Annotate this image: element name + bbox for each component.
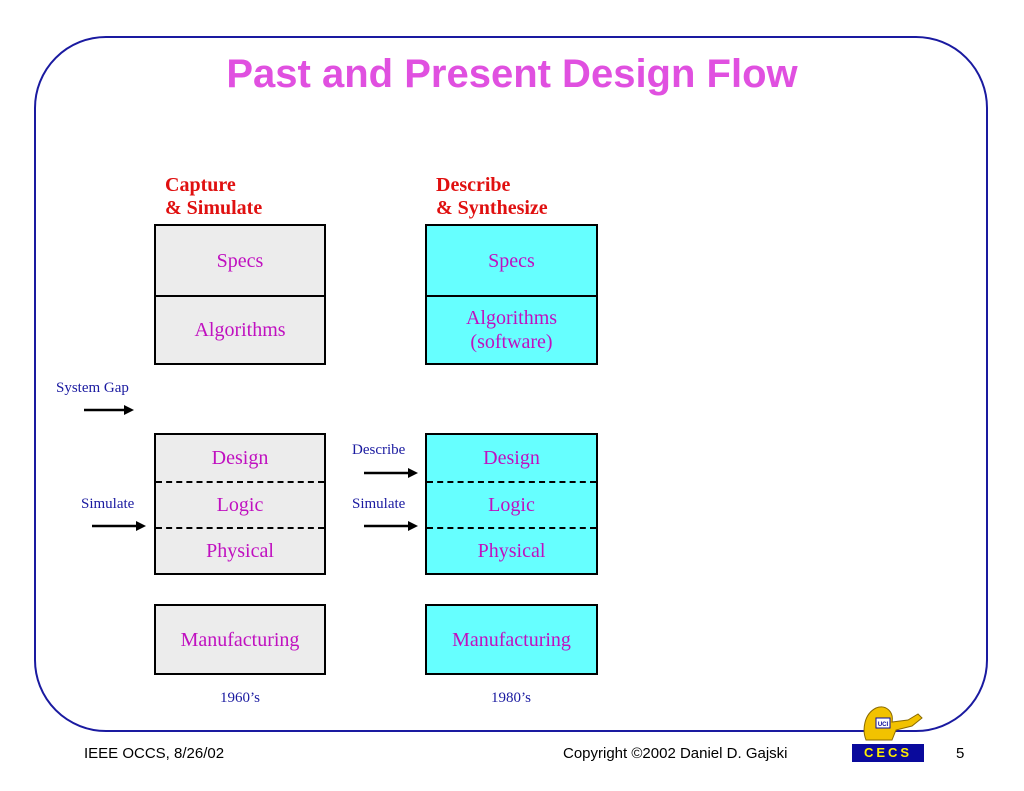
left-column-header: Capture & Simulate	[165, 174, 262, 220]
logo-small-text: UCI	[878, 722, 889, 728]
left-specs-algorithms-box: Specs Algorithms	[154, 224, 326, 365]
slide-frame	[34, 36, 988, 732]
footer-event-date: IEEE OCCS, 8/26/02	[84, 745, 225, 762]
simulate-right-arrow-icon	[364, 521, 418, 531]
right-logic-cell: Logic	[488, 494, 535, 516]
slide-title: Past and Present Design Flow	[226, 52, 798, 96]
left-design-logic-physical-box: Design Logic Physical	[154, 433, 326, 575]
left-header-line2: & Simulate	[165, 197, 263, 219]
left-dashed-divider-2	[156, 527, 324, 529]
left-specs-cell: Specs	[216, 250, 264, 272]
footer-page-number: 5	[956, 745, 965, 762]
right-algorithms-line1: Algorithms	[465, 307, 558, 329]
right-algorithms-cell: Algorithms (software)	[427, 297, 596, 363]
logo-text: CECS	[852, 744, 924, 762]
right-specs-cell: Specs	[488, 250, 535, 272]
footer-copyright: Copyright ©2002 Daniel D. Gajski	[563, 745, 788, 762]
simulate-left-arrow-icon	[92, 521, 146, 531]
anteater-logo-icon: UCI	[863, 706, 923, 741]
describe-right-label: Describe	[352, 442, 406, 458]
right-manufacturing-cell: Manufacturing	[452, 628, 571, 651]
left-algorithms-cell: Algorithms	[194, 319, 286, 341]
right-physical-cell: Physical	[477, 540, 546, 562]
right-header-line1: Describe	[436, 174, 511, 196]
system-gap-label: System Gap	[56, 380, 129, 396]
left-header-line1: Capture	[165, 174, 236, 196]
left-manufacturing-cell: Manufacturing	[180, 628, 300, 651]
cecs-logo: UCI CECS	[852, 700, 924, 762]
left-design-cell: Design	[211, 447, 269, 469]
system-gap-arrow-icon	[84, 405, 134, 415]
right-algorithms-line2: (software)	[470, 331, 553, 353]
right-solid-divider	[427, 295, 596, 297]
right-specs-algorithms-box: Specs Algorithms (software)	[425, 224, 598, 365]
right-design-logic-physical-box: Design Logic Physical	[425, 433, 598, 575]
simulate-right-label: Simulate	[352, 496, 406, 512]
left-dashed-divider-1	[156, 481, 324, 483]
left-manufacturing-box: Manufacturing	[154, 604, 326, 675]
right-column-header: Describe & Synthesize	[436, 174, 548, 220]
left-logic-cell: Logic	[216, 494, 264, 516]
right-era-label: 1980’s	[490, 690, 531, 706]
right-header-line2: & Synthesize	[436, 197, 548, 219]
right-manufacturing-box: Manufacturing	[425, 604, 598, 675]
describe-right-arrow-icon	[364, 468, 418, 478]
right-dashed-divider-2	[427, 527, 596, 529]
right-design-cell: Design	[483, 447, 540, 469]
right-dashed-divider-1	[427, 481, 596, 483]
left-physical-cell: Physical	[206, 540, 274, 562]
left-era-label: 1960’s	[219, 690, 260, 706]
left-solid-divider	[156, 295, 324, 297]
simulate-left-label: Simulate	[81, 496, 135, 512]
